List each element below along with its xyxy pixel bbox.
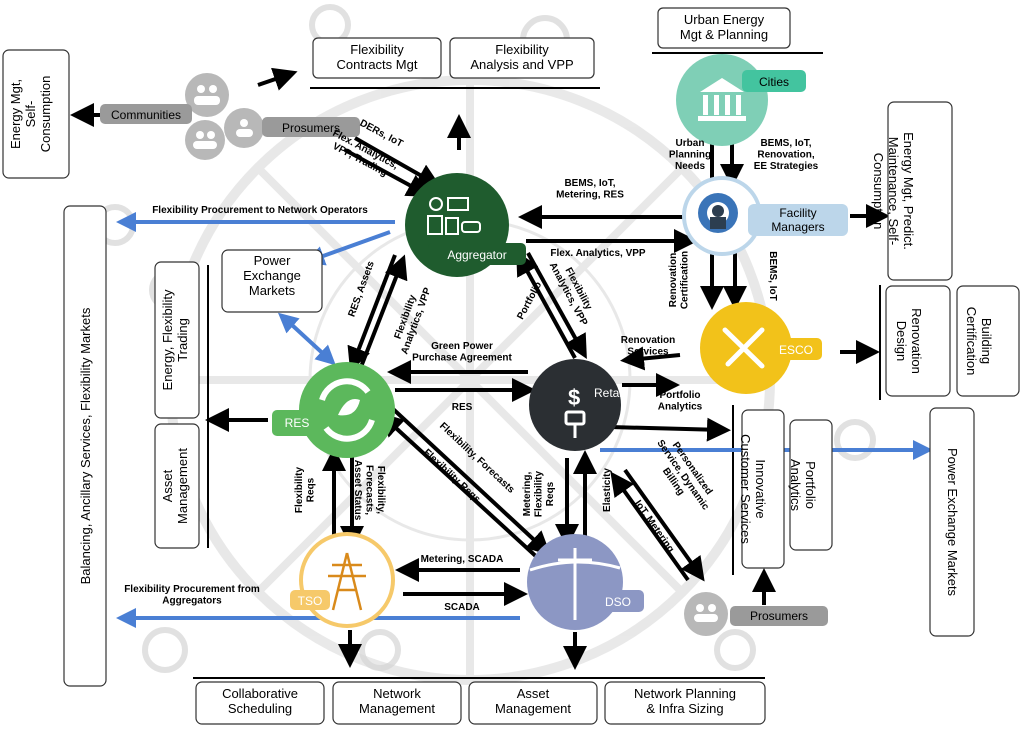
- engineer-icon: [698, 193, 738, 233]
- asset-mgmt-left-text: AssetManagement: [160, 448, 190, 524]
- balancing-text: Balancing, Ancillary Services, Flexibili…: [78, 307, 93, 584]
- flow-metering-flex-reqs: Metering,FlexibilityReqs: [522, 471, 556, 518]
- service-box-network-planning: Network Planning& Infra Sizing: [604, 681, 766, 725]
- retail-node: $ Retail: [529, 359, 625, 451]
- portfolio-analytics-box-text: PortfolioAnalytics: [788, 459, 818, 512]
- prosumers-top-label: Prosumers: [282, 121, 340, 135]
- section-bars: [193, 52, 881, 679]
- tso-node: TSO: [290, 532, 395, 628]
- recycle-leaf-icon: [319, 378, 375, 442]
- dollar-icon: $: [568, 385, 580, 410]
- service-box-energy-self-left: Energy Mgt,Self-Consumption: [2, 49, 70, 179]
- service-box-innovative-cs: InnovativeCustomer Services: [738, 409, 785, 569]
- flow-flex-analytics-vpp: Flex. Analytics, VPP: [550, 248, 646, 259]
- flow-flex-forecasts-asset: Flexibility,Forecasts,Asset Status: [352, 460, 386, 521]
- flow-elasticity: Elasticity: [602, 468, 613, 512]
- res-label: RES: [285, 416, 310, 430]
- plug-icon: [564, 410, 586, 438]
- energy-predict-text: Energy Mgt, Predict.Maintenance, Self-Co…: [871, 132, 916, 250]
- flow-flexibility-reqs-tso: FlexibilityReqs: [294, 467, 317, 514]
- dso-label: DSO: [605, 595, 631, 609]
- service-box-balancing: Balancing, Ancillary Services, Flexibili…: [63, 205, 107, 687]
- city-hall-icon: [698, 78, 746, 121]
- cities-node: Cities: [676, 54, 806, 146]
- service-box-building-cert: BuildingCertification: [956, 285, 1020, 397]
- retail-label: Retail: [594, 386, 625, 400]
- service-box-energy-predict: Energy Mgt, Predict.Maintenance, Self-Co…: [871, 101, 953, 281]
- communities-label: Communities: [111, 108, 181, 122]
- energy-self-left-text: Energy Mgt,Self-Consumption: [8, 76, 53, 153]
- flow-bems-iot-renovation: BEMS, IoT,Renovation,EE Strategies: [754, 138, 819, 172]
- aggregator-icon: [427, 197, 481, 235]
- esco-node: ESCO: [700, 302, 822, 394]
- network-planning-text: Network Planning& Infra Sizing: [634, 686, 736, 716]
- aggregator-node: Aggregator: [405, 173, 526, 277]
- power-exchange-right-text: Power Exchange Markets: [945, 448, 960, 597]
- tools-icon: [722, 327, 765, 369]
- flow-flex-proc-network: Flexibility Procurement to Network Opera…: [152, 205, 368, 216]
- flow-flexibility-analytics-vpp-res: FlexibilityAnalytics, VPP: [389, 282, 434, 356]
- prosumers-bottom-node: Prosumers: [684, 592, 828, 636]
- cities-label: Cities: [759, 75, 789, 89]
- renovation-design-text: RenovationDesign: [894, 308, 924, 374]
- service-box-asset-mgmt-left: AssetManagement: [154, 423, 200, 549]
- innovative-cs-text: InnovativeCustomer Services: [738, 434, 768, 544]
- service-box-energy-flex-trading: Energy, FlexibilityTrading: [154, 261, 200, 419]
- flow-renovation-certification: RenovationCertification: [668, 251, 691, 309]
- service-box-power-exchange-right: Power Exchange Markets: [929, 407, 975, 637]
- flow-bems-iot-esco: BEMS, IoT: [767, 251, 778, 300]
- res-node: RES: [272, 362, 395, 458]
- flow-res: RES: [452, 402, 473, 413]
- flow-metering-scada: Metering, SCADA: [421, 554, 504, 565]
- service-box-renovation-design: RenovationDesign: [885, 285, 951, 397]
- communities-node: Communities Prosumers: [100, 73, 360, 160]
- service-box-portfolio-analytics: PortfolioAnalytics: [788, 419, 833, 551]
- transmission-tower-icon: [328, 552, 366, 611]
- energy-flex-trading-text: Energy, FlexibilityTrading: [160, 289, 190, 390]
- dso-node: DSO: [527, 534, 644, 630]
- aggregator-label: Aggregator: [447, 248, 506, 262]
- building-cert-text: BuildingCertification: [964, 307, 994, 376]
- flow-personalized: PersonalizedService, DynamicBilling: [645, 431, 721, 519]
- flow-bems-iot-metering-res: BEMS, IoT,Metering, RES: [556, 178, 624, 201]
- flow-scada: SCADA: [444, 602, 480, 613]
- utility-pole-icon: [529, 548, 621, 620]
- prosumers-bottom-label: Prosumers: [750, 609, 808, 623]
- tso-label: TSO: [298, 594, 323, 608]
- esco-label: ESCO: [779, 343, 813, 357]
